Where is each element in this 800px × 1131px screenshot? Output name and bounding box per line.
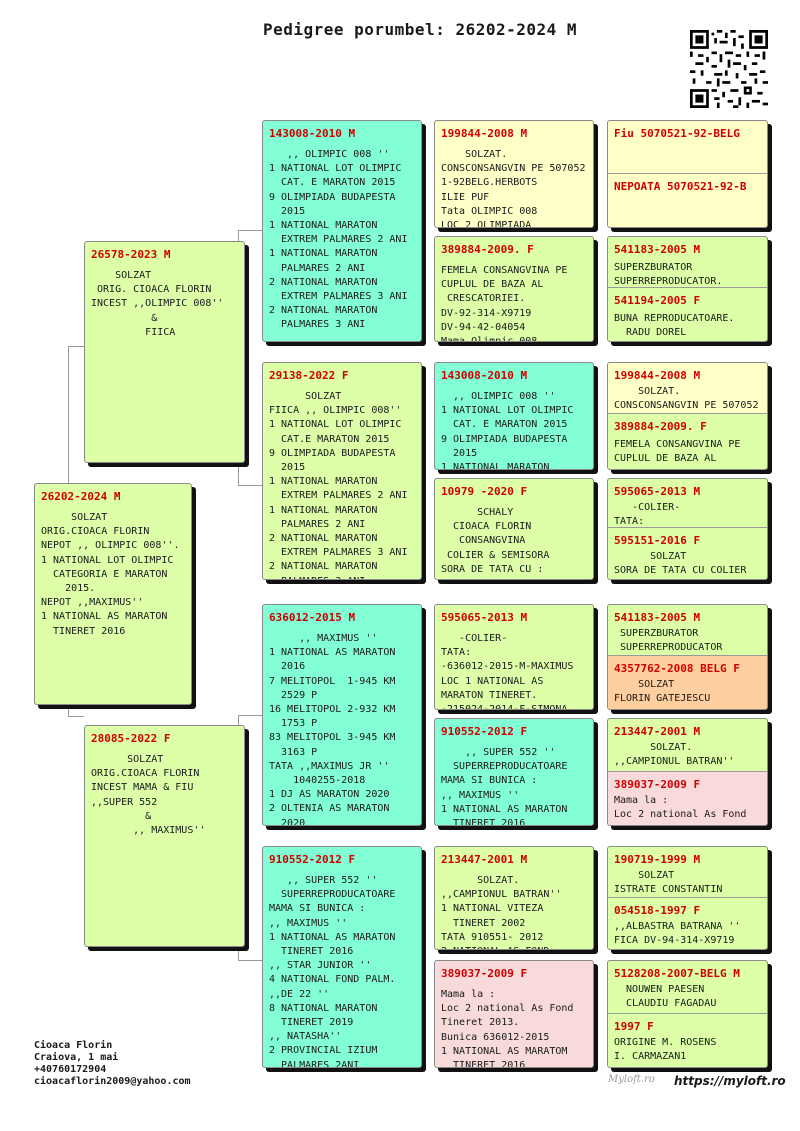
ring-number: 213447-2001 M <box>614 725 701 738</box>
pigeon-description: FEMELA CONSANGVINA PE CUPLUL DE BAZA AL … <box>441 265 568 342</box>
ring-number: 5128208-2007-BELG M <box>614 967 740 980</box>
ring-number: 4357762-2008 BELG F <box>614 662 740 675</box>
pigeon-description: SOLZAT. ,,CAMPIONUL BATRAN'' 1 NATIONAL … <box>441 875 562 949</box>
pigeon-description: SOLZAT SORA DE TATA CU COLIER <box>614 551 747 577</box>
pedigree-card-gen3[interactable]: 10979 -2020 F SCHALY CIOACA FLORIN CONSA… <box>434 478 594 580</box>
ring-number: 541183-2005 M <box>614 243 701 256</box>
pigeon-description: ,, MAXIMUS '' 1 NATIONAL AS MARATON 2016… <box>269 633 396 826</box>
ring-number: 190719-1999 M <box>614 853 701 866</box>
pedigree-card-gen4[interactable]: 190719-1999 M SOLZAT ISTRATE CONSTANTIN … <box>607 846 768 950</box>
pedigree-card-gen4[interactable]: 199844-2008 M SOLZAT. CONSCONSANGVIN PE … <box>607 362 768 470</box>
pedigree-card-gen3[interactable]: 389884-2009. F FEMELA CONSANGVINA PE CUP… <box>434 236 594 342</box>
ring-number: 389884-2009. F <box>441 243 534 256</box>
pigeon-description: SCHALY CIOACA FLORIN CONSANGVINA COLIER … <box>441 507 550 579</box>
ring-number: 389884-2009. F <box>614 420 707 433</box>
pedigree-card-gen3[interactable]: 595065-2013 M -COLIER- TATA: -636012-201… <box>434 604 594 710</box>
pedigree-card-sire[interactable]: 26578-2023 M SOLZAT ORIG. CIOACA FLORIN … <box>84 241 245 463</box>
connector-line <box>68 716 84 717</box>
pedigree-card-gen4[interactable]: Fiu 5070521-92-BELG NEPOATA 5070521-92-B <box>607 120 768 228</box>
pedigree-card-dam[interactable]: 28085-2022 F SOLZAT ORIG.CIOACA FLORIN I… <box>84 725 245 947</box>
page-title: Pedigree porumbel: 26202-2024 M <box>262 20 578 39</box>
ring-number: 199844-2008 M <box>614 369 701 382</box>
pigeon-description: NOUWEN PAESEN CLAUDIU FAGADAU <box>626 984 717 1010</box>
connector-line <box>238 230 262 231</box>
pigeon-description: FEMELA CONSANGVINA PE CUPLUL DE BAZA AL <box>614 439 741 465</box>
pigeon-description: SOLZAT. CONSCONSANGVIN PE 507052 <box>614 386 759 412</box>
pedigree-card-gen3[interactable]: 199844-2008 M SOLZAT. CONSCONSANGVIN PE … <box>434 120 594 228</box>
ring-number: 10979 -2020 F <box>441 485 528 498</box>
pedigree-card-gen2[interactable]: 143008-2010 M ,, OLIMPIC 008 '' 1 NATION… <box>262 120 422 342</box>
pigeon-description: SOLZAT. ,,CAMPIONUL BATRAN'' <box>614 742 735 768</box>
pedigree-card-gen4[interactable]: 5128208-2007-BELG M NOUWEN PAESEN CLAUDI… <box>607 960 768 1068</box>
pigeon-description: Mama la : Loc 2 national As Fond Tineret… <box>441 989 574 1068</box>
pigeon-description: ,, SUPER 552 '' SUPERREPRODUCATOARE MAMA… <box>441 747 568 826</box>
website-link[interactable]: https://myloft.ro <box>674 1074 786 1088</box>
pigeon-description: SOLZAT FIICA ,, OLIMPIC 008'' 1 NATIONAL… <box>269 391 408 579</box>
pigeon-description: SOLZAT FLORIN GATEJESCU <box>614 679 711 705</box>
ring-number: 595065-2013 M <box>441 611 528 624</box>
pigeon-description: ,, SUPER 552 '' SUPERREPRODUCATOARE MAMA… <box>269 875 396 1068</box>
pigeon-description: SUPERZBURATOR SUPERREPRODUCATOR <box>620 628 723 654</box>
connector-line <box>68 346 84 347</box>
pedigree-card-gen4[interactable]: 541183-2005 M SUPERZBURATOR SUPERREPRODU… <box>607 604 768 710</box>
pedigree-card-gen2[interactable]: 636012-2015 M ,, MAXIMUS '' 1 NATIONAL A… <box>262 604 422 826</box>
pigeon-description: SOLZAT ORIG.CIOACA FLORIN INCEST MAMA & … <box>91 754 206 837</box>
ring-number: 054518-1997 F <box>614 904 701 917</box>
pigeon-description: -COLIER- TATA: -636012-2015-M-MAXIMUS LO… <box>441 633 574 710</box>
pigeon-description: ,,ALBASTRA BATRANA '' FICA DV-94-314-X97… <box>614 921 741 947</box>
ring-number: 389037-2009 F <box>614 778 701 791</box>
pedigree-card-gen2[interactable]: 29138-2022 F SOLZAT FIICA ,, OLIMPIC 008… <box>262 362 422 580</box>
qr-code-icon <box>690 30 768 108</box>
pigeon-description: SOLZAT. CONSCONSANGVIN PE 507052 1-92BEL… <box>441 149 586 228</box>
pedigree-card-gen4[interactable]: 213447-2001 M SOLZAT. ,,CAMPIONUL BATRAN… <box>607 718 768 826</box>
ring-number: 29138-2022 F <box>269 369 349 382</box>
ring-number: 213447-2001 M <box>441 853 528 866</box>
pedigree-card-gen4[interactable]: 541183-2005 M SUPERZBURATOR SUPERREPRODU… <box>607 236 768 342</box>
ring-number: 143008-2010 M <box>269 127 356 140</box>
pigeon-description: ,, OLIMPIC 008 '' 1 NATIONAL LOT OLIMPIC… <box>441 391 574 470</box>
ring-number: 636012-2015 M <box>269 611 356 624</box>
pedigree-card-gen2[interactable]: 910552-2012 F ,, SUPER 552 '' SUPERREPRO… <box>262 846 422 1068</box>
ring-number: Fiu 5070521-92-BELG <box>614 127 740 140</box>
pedigree-card-gen3[interactable]: 143008-2010 M ,, OLIMPIC 008 '' 1 NATION… <box>434 362 594 470</box>
ring-number: 1997 F <box>614 1020 654 1033</box>
pigeon-description: Mama la : Loc 2 national As Fond <box>614 795 747 821</box>
ring-number: 143008-2010 M <box>441 369 528 382</box>
ring-number: 541183-2005 M <box>614 611 701 624</box>
pigeon-description: SOLZAT ORIG.CIOACA FLORIN NEPOT ,, OLIMP… <box>41 512 180 637</box>
pigeon-description: BUNA REPRODUCATOARE. RADU DOREL <box>614 313 735 339</box>
ring-number: 595151-2016 F <box>614 534 701 547</box>
ring-number: 28085-2022 F <box>91 732 171 745</box>
breeder-contact: Cioaca Florin Craiova, 1 mai +4076017290… <box>34 1040 191 1087</box>
pedigree-card-root[interactable]: 26202-2024 M SOLZAT ORIG.CIOACA FLORIN N… <box>34 483 192 705</box>
ring-number: 199844-2008 M <box>441 127 528 140</box>
connector-line <box>238 485 262 486</box>
pedigree-card-gen3[interactable]: 213447-2001 M SOLZAT. ,,CAMPIONUL BATRAN… <box>434 846 594 950</box>
ring-number: 541194-2005 F <box>614 294 701 307</box>
ring-number: NEPOATA 5070521-92-B <box>614 180 747 193</box>
pigeon-description: SOLZAT ORIG. CIOACA FLORIN INCEST ,,OLIM… <box>91 270 224 338</box>
ring-number: 910552-2012 F <box>269 853 356 866</box>
pigeon-description: -COLIER- TATA: <box>614 502 681 527</box>
pedigree-card-gen3[interactable]: 389037-2009 F Mama la : Loc 2 national A… <box>434 960 594 1068</box>
connector-line <box>238 960 262 961</box>
ring-number: 595065-2013 M <box>614 485 701 498</box>
pigeon-description: SUPERZBURATOR SUPERREPRODUCATOR. <box>614 262 723 287</box>
pedigree-card-gen3[interactable]: 910552-2012 F ,, SUPER 552 '' SUPERREPRO… <box>434 718 594 826</box>
ring-number: 26202-2024 M <box>41 490 121 503</box>
myloft-logo: Myloft.ro <box>608 1074 655 1085</box>
ring-number: 389037-2009 F <box>441 967 528 980</box>
pigeon-description: ORIGINE M. ROSENS I. CARMAZAN1 <box>614 1037 717 1063</box>
ring-number: 26578-2023 M <box>91 248 171 261</box>
connector-line <box>238 715 262 716</box>
pedigree-card-gen4[interactable]: 595065-2013 M -COLIER- TATA: 595151-2016… <box>607 478 768 580</box>
pigeon-description: ,, OLIMPIC 008 '' 1 NATIONAL LOT OLIMPIC… <box>269 149 408 331</box>
pigeon-description: SOLZAT ISTRATE CONSTANTIN <box>614 870 723 896</box>
ring-number: 910552-2012 F <box>441 725 528 738</box>
